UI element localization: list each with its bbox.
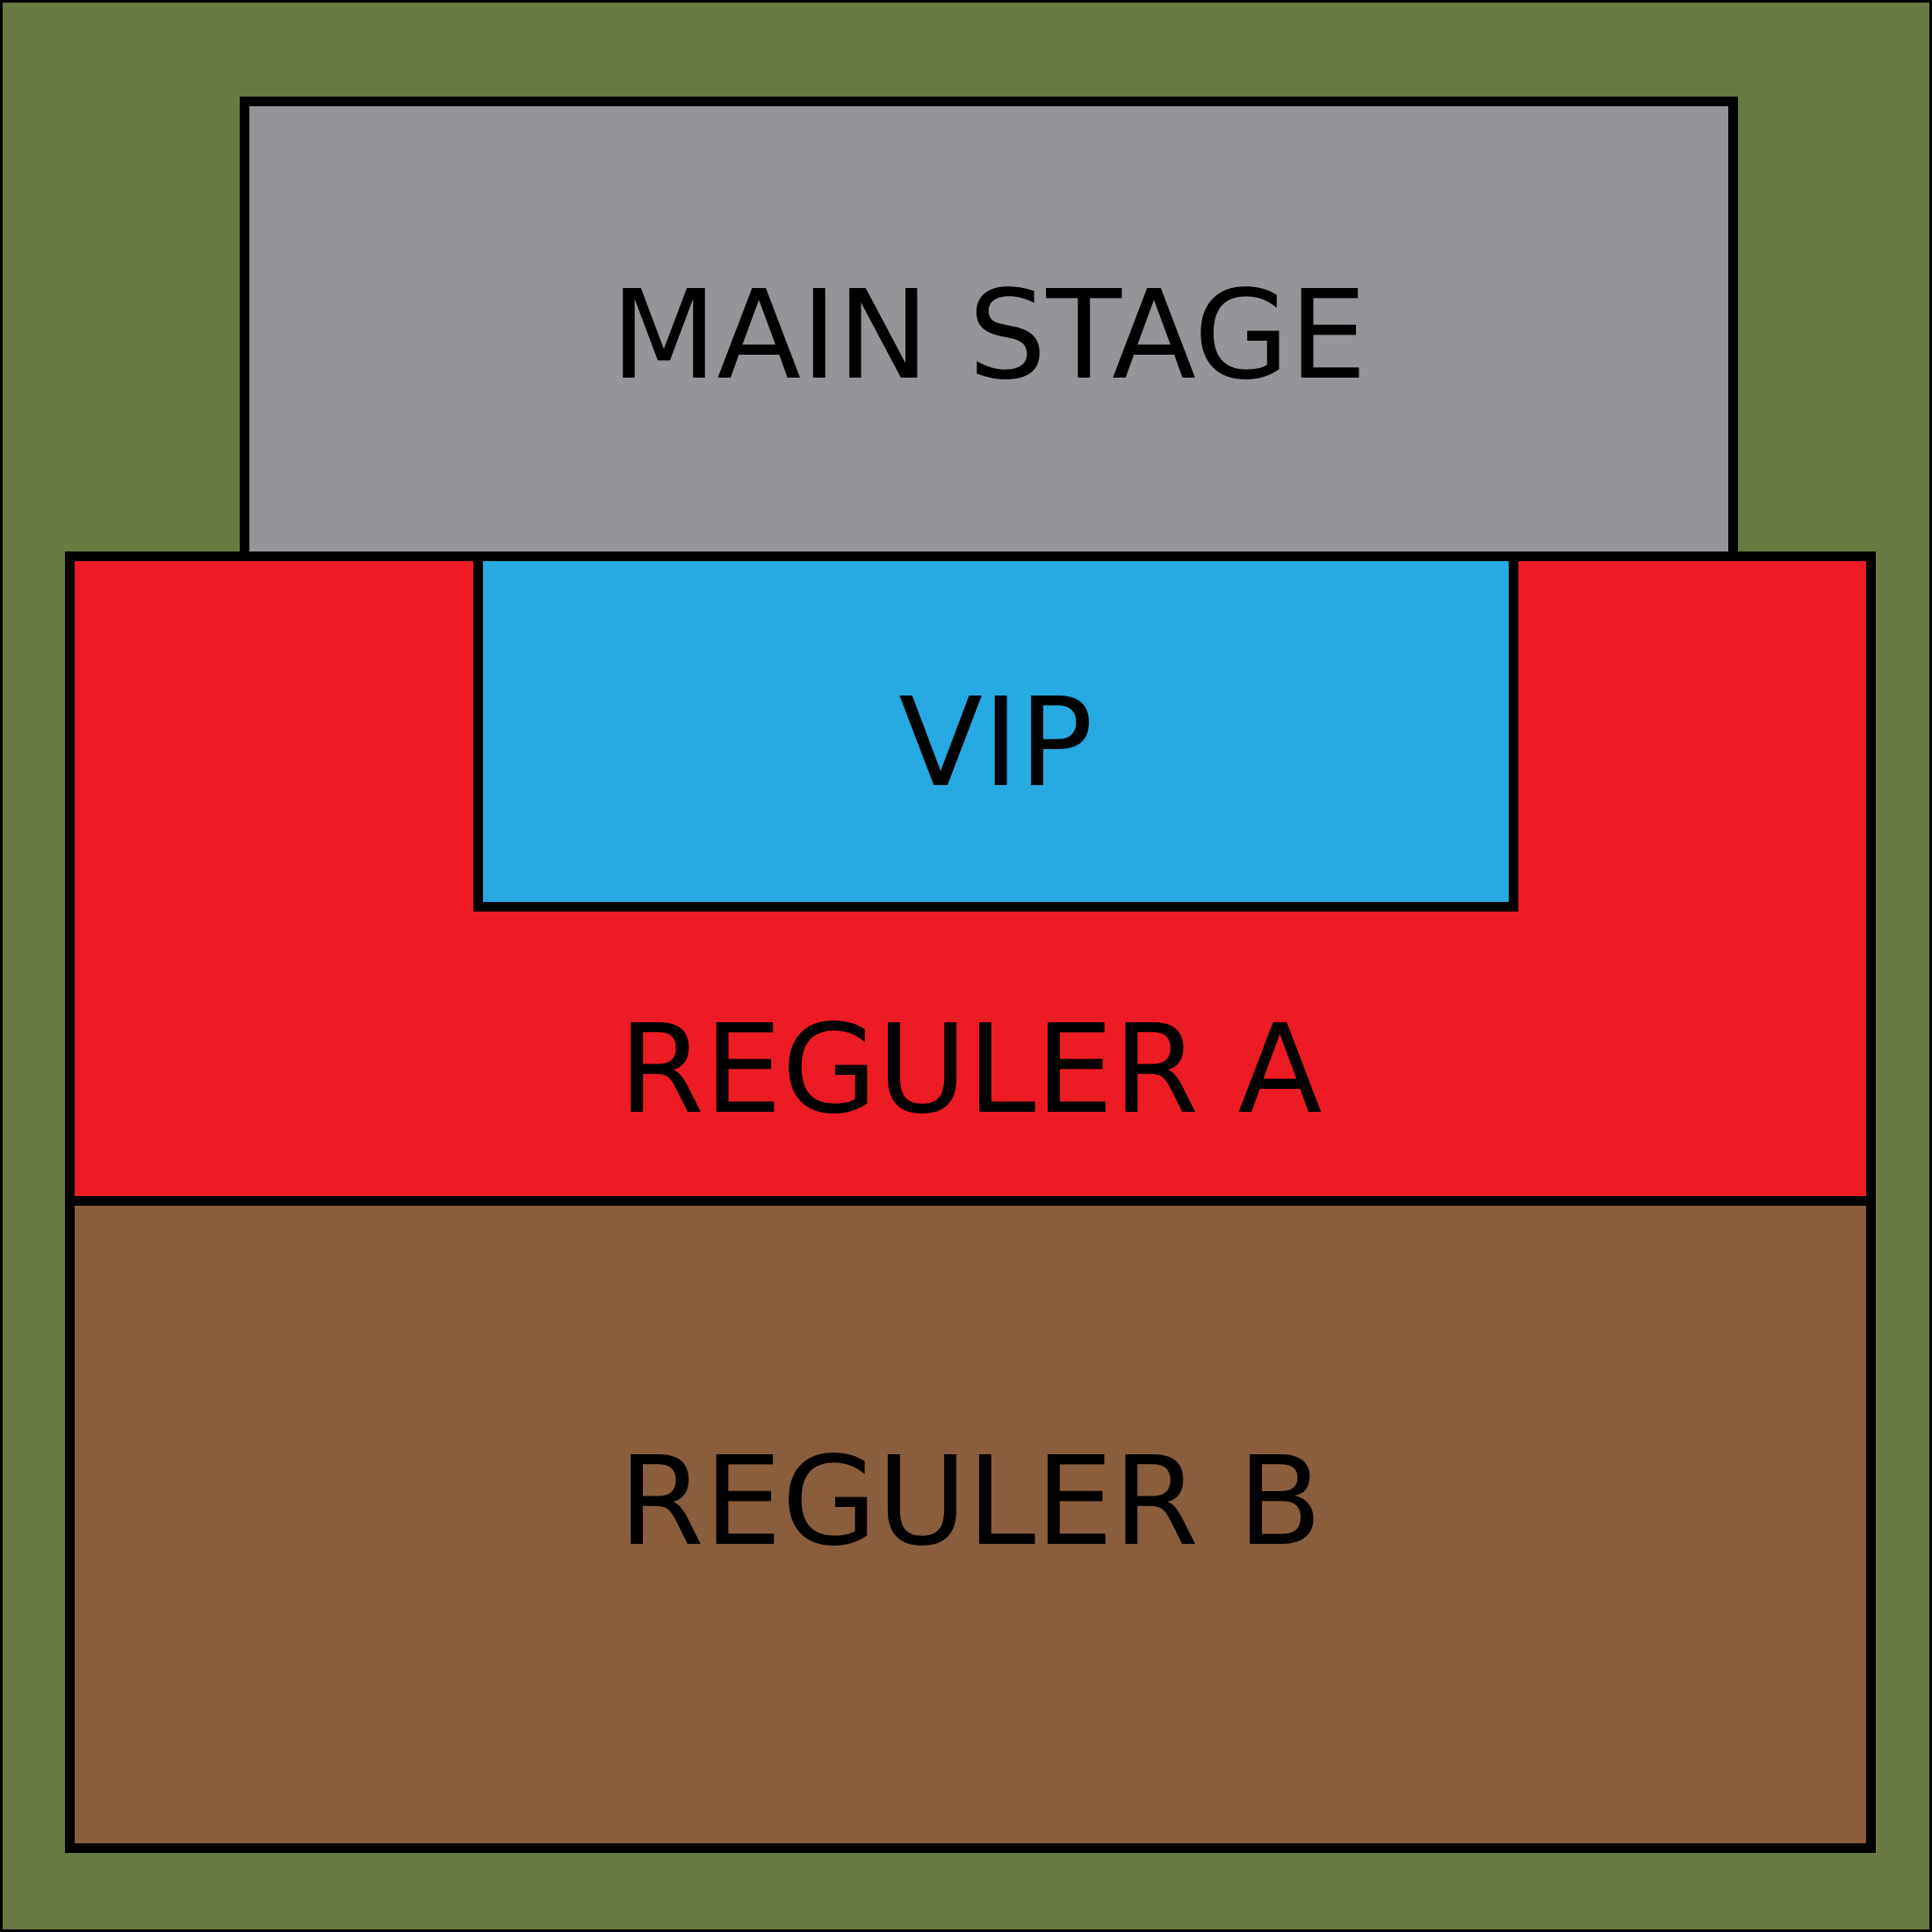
regular-b-label: REGULER B [618,1431,1323,1574]
vip-label: VIP [898,672,1093,815]
regular-b-zone[interactable]: REGULER B [65,1196,1876,1853]
regular-a-label: REGULER A [618,998,1323,1142]
vip-zone[interactable]: VIP [473,551,1518,912]
main-stage-zone[interactable]: MAIN STAGE [240,97,1738,562]
main-stage-label: MAIN STAGE [610,264,1367,407]
